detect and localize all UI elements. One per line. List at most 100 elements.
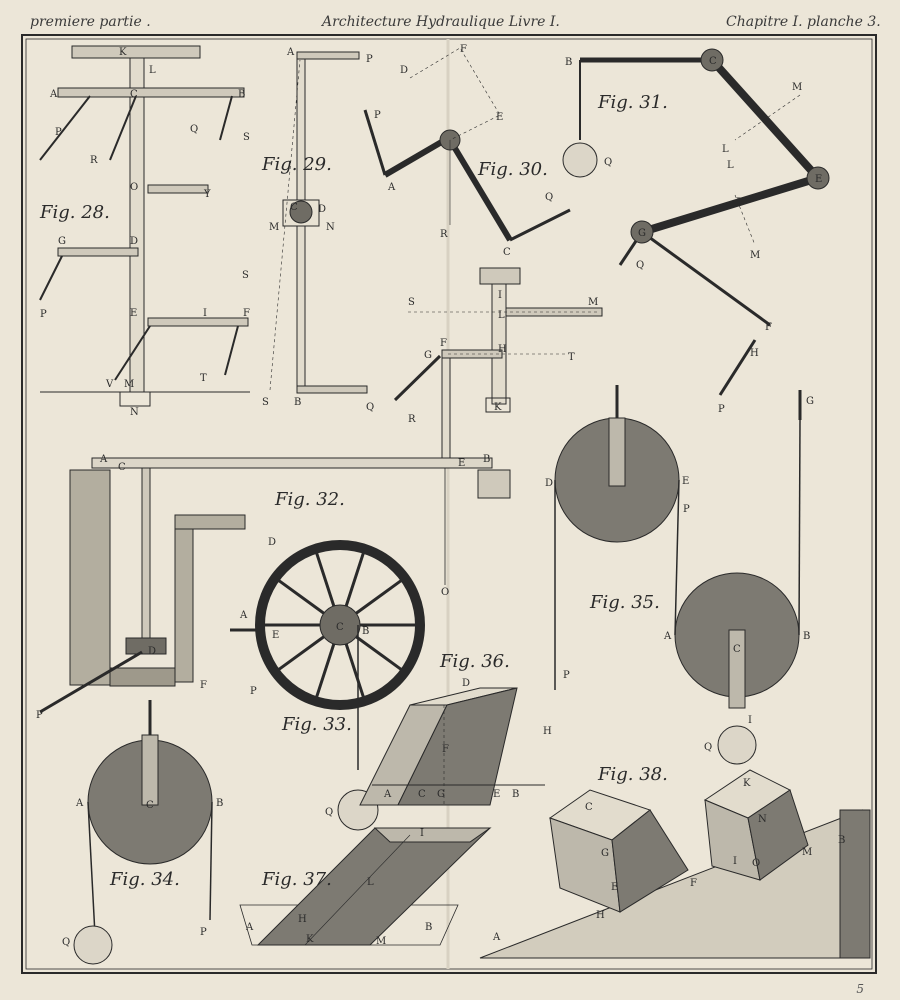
fig30-label-e: E xyxy=(496,112,503,123)
crank-label-l: L xyxy=(498,310,505,321)
fig38-block2-side xyxy=(747,789,809,881)
fig28-label-i: I xyxy=(203,308,207,319)
fig28-label-p: P xyxy=(55,127,62,138)
fig28-label-m: M xyxy=(124,379,134,390)
fig38-block1-side xyxy=(611,809,689,913)
fig31-label-p: P xyxy=(718,404,725,415)
fig38-caption: Fig. 38. xyxy=(597,764,668,785)
fig38-incline-side xyxy=(839,809,871,959)
fig36-label-g: G xyxy=(437,789,445,800)
fig31-label-m: M xyxy=(792,82,802,93)
fig28-caption: Fig. 28. xyxy=(39,202,110,223)
fig35-label-e: E xyxy=(682,476,689,487)
fig30-label-p: P xyxy=(374,110,381,121)
fig31-joint-g xyxy=(630,220,654,244)
fig34-label-q: Q xyxy=(62,937,70,948)
fig33-label-a: A xyxy=(239,610,248,621)
fig29-bottom-arm xyxy=(296,385,368,394)
fig28-label-o: O xyxy=(130,182,138,193)
crank-label-k: K xyxy=(494,402,502,413)
fig28-label-y: Y xyxy=(203,189,211,200)
fig32-piston xyxy=(125,637,167,655)
fig28-label-f: F xyxy=(243,308,250,319)
fig35-label-g: G xyxy=(806,396,814,407)
fig31-bar-mid xyxy=(640,174,820,236)
fig37-label-i: I xyxy=(420,828,424,839)
fig29-pivot xyxy=(289,200,313,224)
fig-crank-apparatus xyxy=(393,267,603,585)
fig37-label-a: A xyxy=(245,922,254,933)
fig31-label-l: L xyxy=(722,144,729,155)
fig38-blocks-on-incline xyxy=(479,769,871,959)
fig35-label-p: P xyxy=(683,504,690,515)
fig28-label-g: G xyxy=(58,236,66,247)
fig31-label-h: H xyxy=(750,348,759,359)
fig28-rod-q xyxy=(219,95,233,141)
fig28-rod-t xyxy=(224,325,239,376)
fig34-label-c: C xyxy=(146,800,154,811)
fig33-spokes xyxy=(264,552,416,698)
fig29-lever xyxy=(269,51,368,394)
fig30-rod-p xyxy=(363,109,387,176)
fig35-weight xyxy=(717,725,757,765)
fig33-label-c: C xyxy=(336,622,344,633)
header-center: Architecture Hydraulique Livre I. xyxy=(322,14,560,30)
fig30-arm-c xyxy=(447,138,513,242)
fig32-floor xyxy=(109,667,176,687)
fig36-label-a: A xyxy=(383,789,392,800)
fig31-line-m xyxy=(734,94,801,141)
crank-upright xyxy=(491,283,507,405)
fig35-label-c: C xyxy=(733,644,741,655)
fig31-label-c: C xyxy=(709,56,717,67)
fig29-label-c: C xyxy=(290,202,298,213)
fig31-label-f: F xyxy=(765,322,772,333)
fig36-label-d: D xyxy=(462,678,470,689)
fig32-beam xyxy=(91,457,493,469)
header-left: premiere partie . xyxy=(30,14,151,30)
fig28-label-b: B xyxy=(238,89,245,100)
fig34-label-a: A xyxy=(75,798,84,809)
fig35-label-d: D xyxy=(545,478,553,489)
fig33-spoke xyxy=(344,552,365,607)
fig34-label-p: P xyxy=(200,927,207,938)
fig35-pulley-system xyxy=(554,385,802,765)
fig28-rod-v xyxy=(114,325,151,381)
fig32-pump-rod xyxy=(141,467,151,649)
crank-label-f: F xyxy=(440,338,447,349)
fig31-joint-c xyxy=(700,48,724,72)
fig32-label-e: E xyxy=(458,458,465,469)
fig35-caption: Fig. 35. xyxy=(589,592,660,613)
crank-label-t: T xyxy=(568,352,575,363)
fig32-label-a: A xyxy=(99,454,108,465)
crank-rod xyxy=(441,357,451,459)
fig32-caption: Fig. 32. xyxy=(274,489,345,510)
fig37-wedge-top xyxy=(373,827,492,843)
fig29-label-a: A xyxy=(286,47,295,58)
fig28-rod-r xyxy=(109,95,137,161)
fig34-caption: Fig. 34. xyxy=(109,869,180,890)
fig28-label-t: T xyxy=(200,373,207,384)
fig28-label-k: K xyxy=(119,47,127,58)
fig31-label-q: Q xyxy=(604,157,612,168)
fig30-label-r: R xyxy=(440,229,448,240)
crank-label-r: R xyxy=(408,414,416,425)
fig31-label-l2: L xyxy=(727,160,734,171)
fig28-rod-g xyxy=(39,255,63,301)
fig36-label-c: C xyxy=(418,789,426,800)
fig30-label-q: Q xyxy=(545,192,553,203)
fig32-weight-block xyxy=(477,469,511,499)
fig38-label-c: C xyxy=(585,802,593,813)
fig32-rod-p xyxy=(39,650,143,714)
fig34-rope-right xyxy=(209,801,213,921)
fig28-label-s: S xyxy=(243,132,250,143)
fig30-rod-q xyxy=(509,208,571,242)
fig34-rope-left xyxy=(87,801,96,936)
fig31-weight-q xyxy=(562,142,598,178)
crank-label-g: G xyxy=(424,350,432,361)
fig38-label-e: E xyxy=(611,882,618,893)
fig31-line-m2 xyxy=(734,194,756,246)
fig34-strap xyxy=(141,734,159,806)
fig31-label-m2: M xyxy=(750,250,760,261)
fig35-label-a: A xyxy=(663,631,672,642)
plate-border xyxy=(21,34,877,974)
